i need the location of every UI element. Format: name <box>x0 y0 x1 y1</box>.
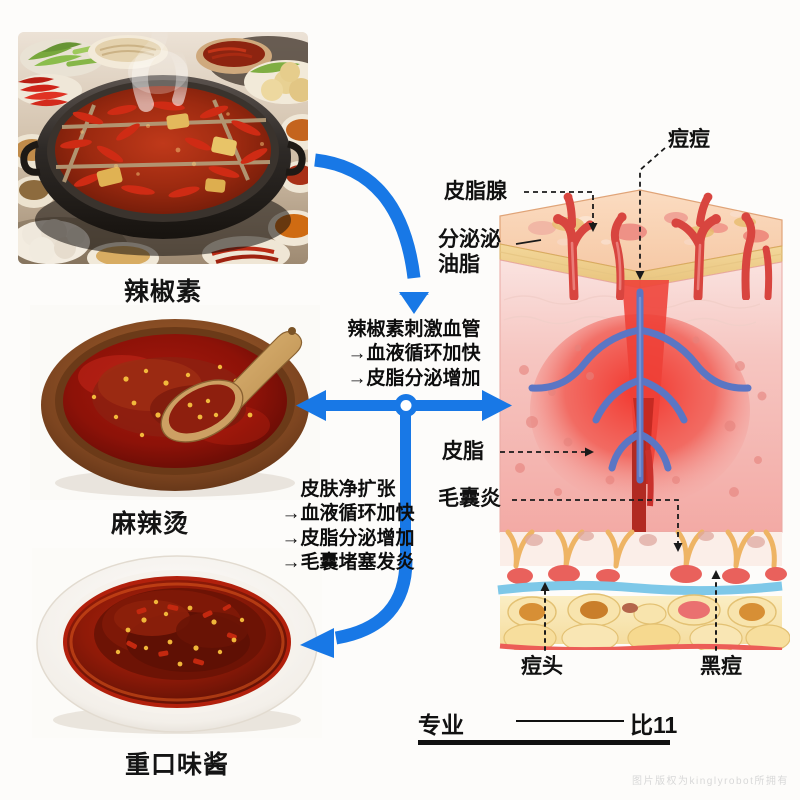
flow-text-bottom: 皮肤净扩张 →血液循环加快 →皮脂分泌增加 →毛囊堵塞发炎 <box>281 479 415 573</box>
side-dish-chilies <box>18 74 82 107</box>
sauce-seeds <box>115 599 245 667</box>
gland-cluster-svg <box>553 192 773 302</box>
pot-oil-speckles <box>80 112 264 176</box>
sebaceous-gland-cluster <box>520 165 790 302</box>
capillary-row <box>507 565 787 584</box>
side-dish-greens <box>20 39 104 77</box>
wooden-spoon <box>160 327 303 443</box>
pot-steam <box>128 32 189 112</box>
pot-handle-left <box>20 140 41 176</box>
scale-underline <box>418 740 670 745</box>
gland-5 <box>762 245 773 301</box>
pot-handle-right <box>285 140 306 176</box>
photo-hotpot <box>18 32 308 264</box>
gland-4 <box>741 213 756 301</box>
hotpot-illustration <box>18 32 308 264</box>
arteriole <box>645 449 654 507</box>
arrow-bidirectional-main <box>296 390 512 421</box>
label-oil-secretion: 分泌泌 油脂 <box>438 228 501 276</box>
label-folliculitis: 毛囊炎 <box>438 487 501 510</box>
gland-3-branch-left <box>674 219 704 251</box>
footer-scale: 专业 比11 <box>418 706 678 748</box>
side-dish-tofu <box>244 60 308 104</box>
scale-label-right: 比11 <box>630 712 678 738</box>
caption-chili-sauce-plate: 重口味酱 <box>124 751 229 779</box>
lymph-vessel <box>497 580 783 596</box>
photo-chili-paste-bowl <box>30 305 320 500</box>
photo-chili-sauce-plate <box>32 548 322 738</box>
arrow-junction-node <box>394 394 418 417</box>
label-sebaceous-gland: 皮脂腺 <box>444 180 507 203</box>
scale-dash-line <box>516 720 624 722</box>
caption-hotpot: 辣椒素 <box>123 278 202 306</box>
chili-paste-illustration <box>30 305 320 500</box>
deep-vessel-line <box>499 643 783 653</box>
label-sebum: 皮脂 <box>442 440 484 463</box>
dermis-cells <box>515 336 767 497</box>
chili-sauce-illustration <box>32 548 322 738</box>
pot-tofu <box>96 113 237 193</box>
label-pimple: 痘痘 <box>668 128 710 151</box>
side-dish-dried-chili <box>196 38 272 74</box>
scale-label-left: 专业 <box>418 712 464 738</box>
arrow-hotpot-to-flow-head <box>399 294 429 302</box>
pot-chilies <box>60 101 268 198</box>
flow-text-top: 辣椒素刺激血管 →血液循环加快 →皮脂分泌增加 <box>347 319 481 389</box>
chili-flakes <box>126 604 237 666</box>
label-whitehead: 痘头 <box>521 655 563 678</box>
caption-chili-paste-bowl: 麻辣烫 <box>110 510 189 538</box>
watermark: 图片版权为kinglyrobot所拥有 <box>632 776 789 787</box>
label-blackhead: 黑痘 <box>700 655 742 678</box>
arrow-hotpot-to-flow <box>314 153 421 279</box>
spoon-contents <box>168 384 236 434</box>
gland-tips <box>553 192 751 230</box>
